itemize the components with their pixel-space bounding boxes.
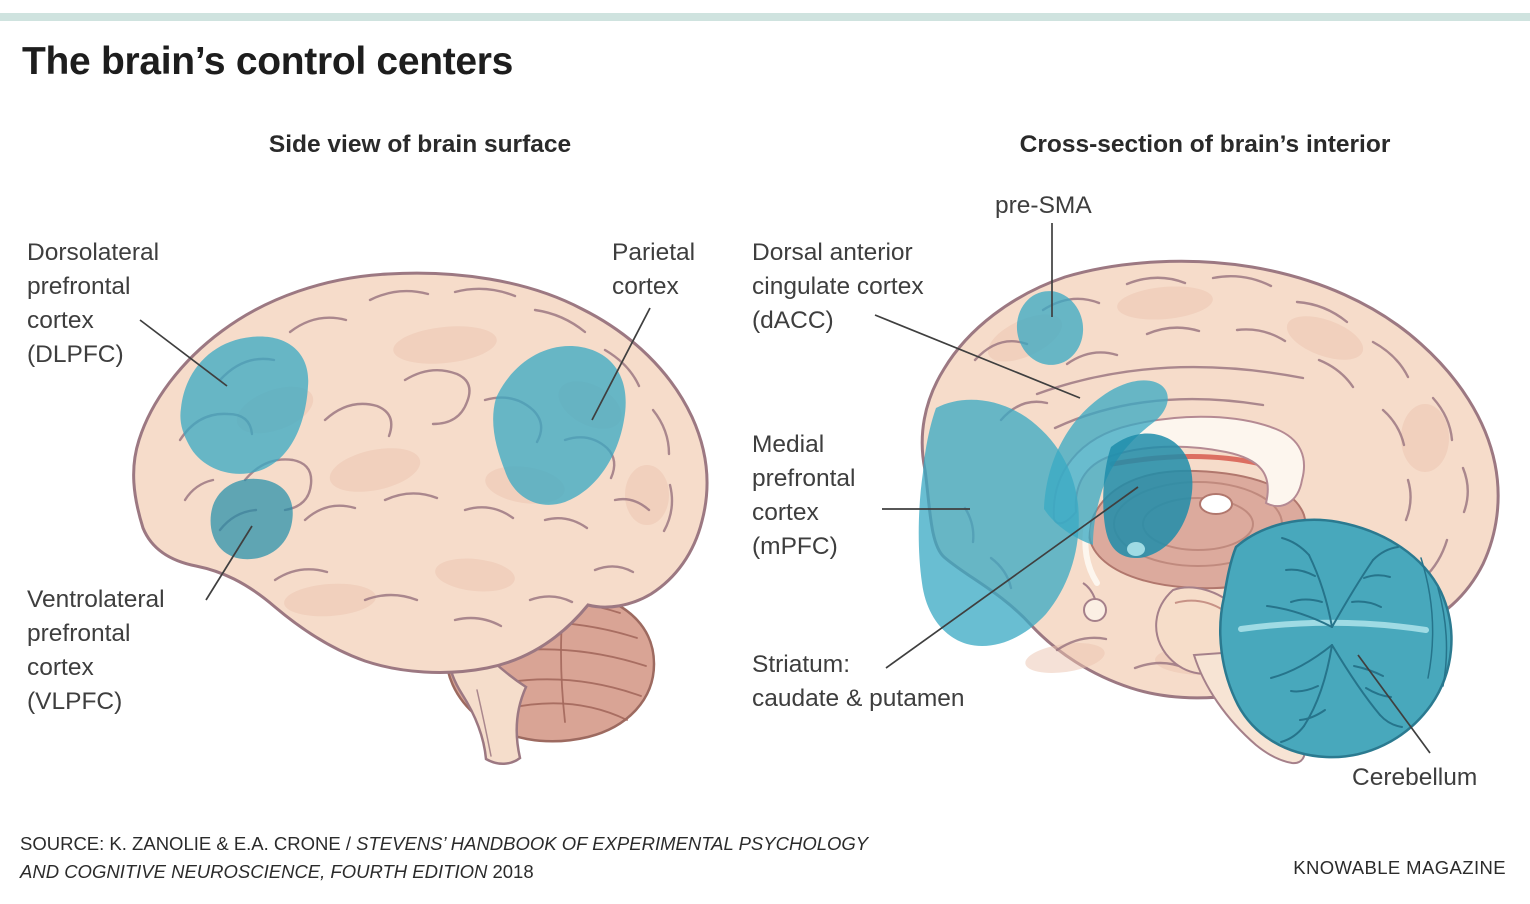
publication-credit: KNOWABLE MAGAZINE [1293, 857, 1506, 878]
source-line-1: SOURCE: K. ZANOLIE & E.A. CRONE / STEVEN… [20, 833, 869, 854]
label-dlpfc: Dorsolateral prefrontal cortex (DLPFC) [27, 239, 160, 368]
label-mpfc: Medial prefrontal cortex (mPFC) [752, 431, 856, 560]
source-credit: SOURCE: K. ZANOLIE & E.A. CRONE / STEVEN… [20, 830, 1010, 886]
page-title: The brain’s control centers [22, 40, 514, 83]
left-panel-heading: Side view of brain surface [268, 131, 572, 158]
cross-section-brain-illustration [918, 259, 1500, 765]
label-presma: pre-SMA [995, 192, 1092, 219]
label-striatum: Striatum: caudate & putamen [752, 651, 965, 712]
side-view-brain-illustration [132, 271, 709, 765]
label-parietal-cortex: Parietal cortex [612, 239, 696, 300]
source-line-2: AND COGNITIVE NEUROSCIENCE, FOURTH EDITI… [20, 861, 534, 882]
label-cerebellum: Cerebellum [1352, 764, 1478, 791]
top-accent-bar [0, 13, 1530, 21]
label-dacc: Dorsal anterior cingulate cortex (dACC) [752, 239, 924, 334]
label-vlpfc: Ventrolateral prefrontal cortex (VLPFC) [27, 586, 165, 715]
right-panel-heading: Cross-section of brain’s interior [1019, 131, 1391, 158]
